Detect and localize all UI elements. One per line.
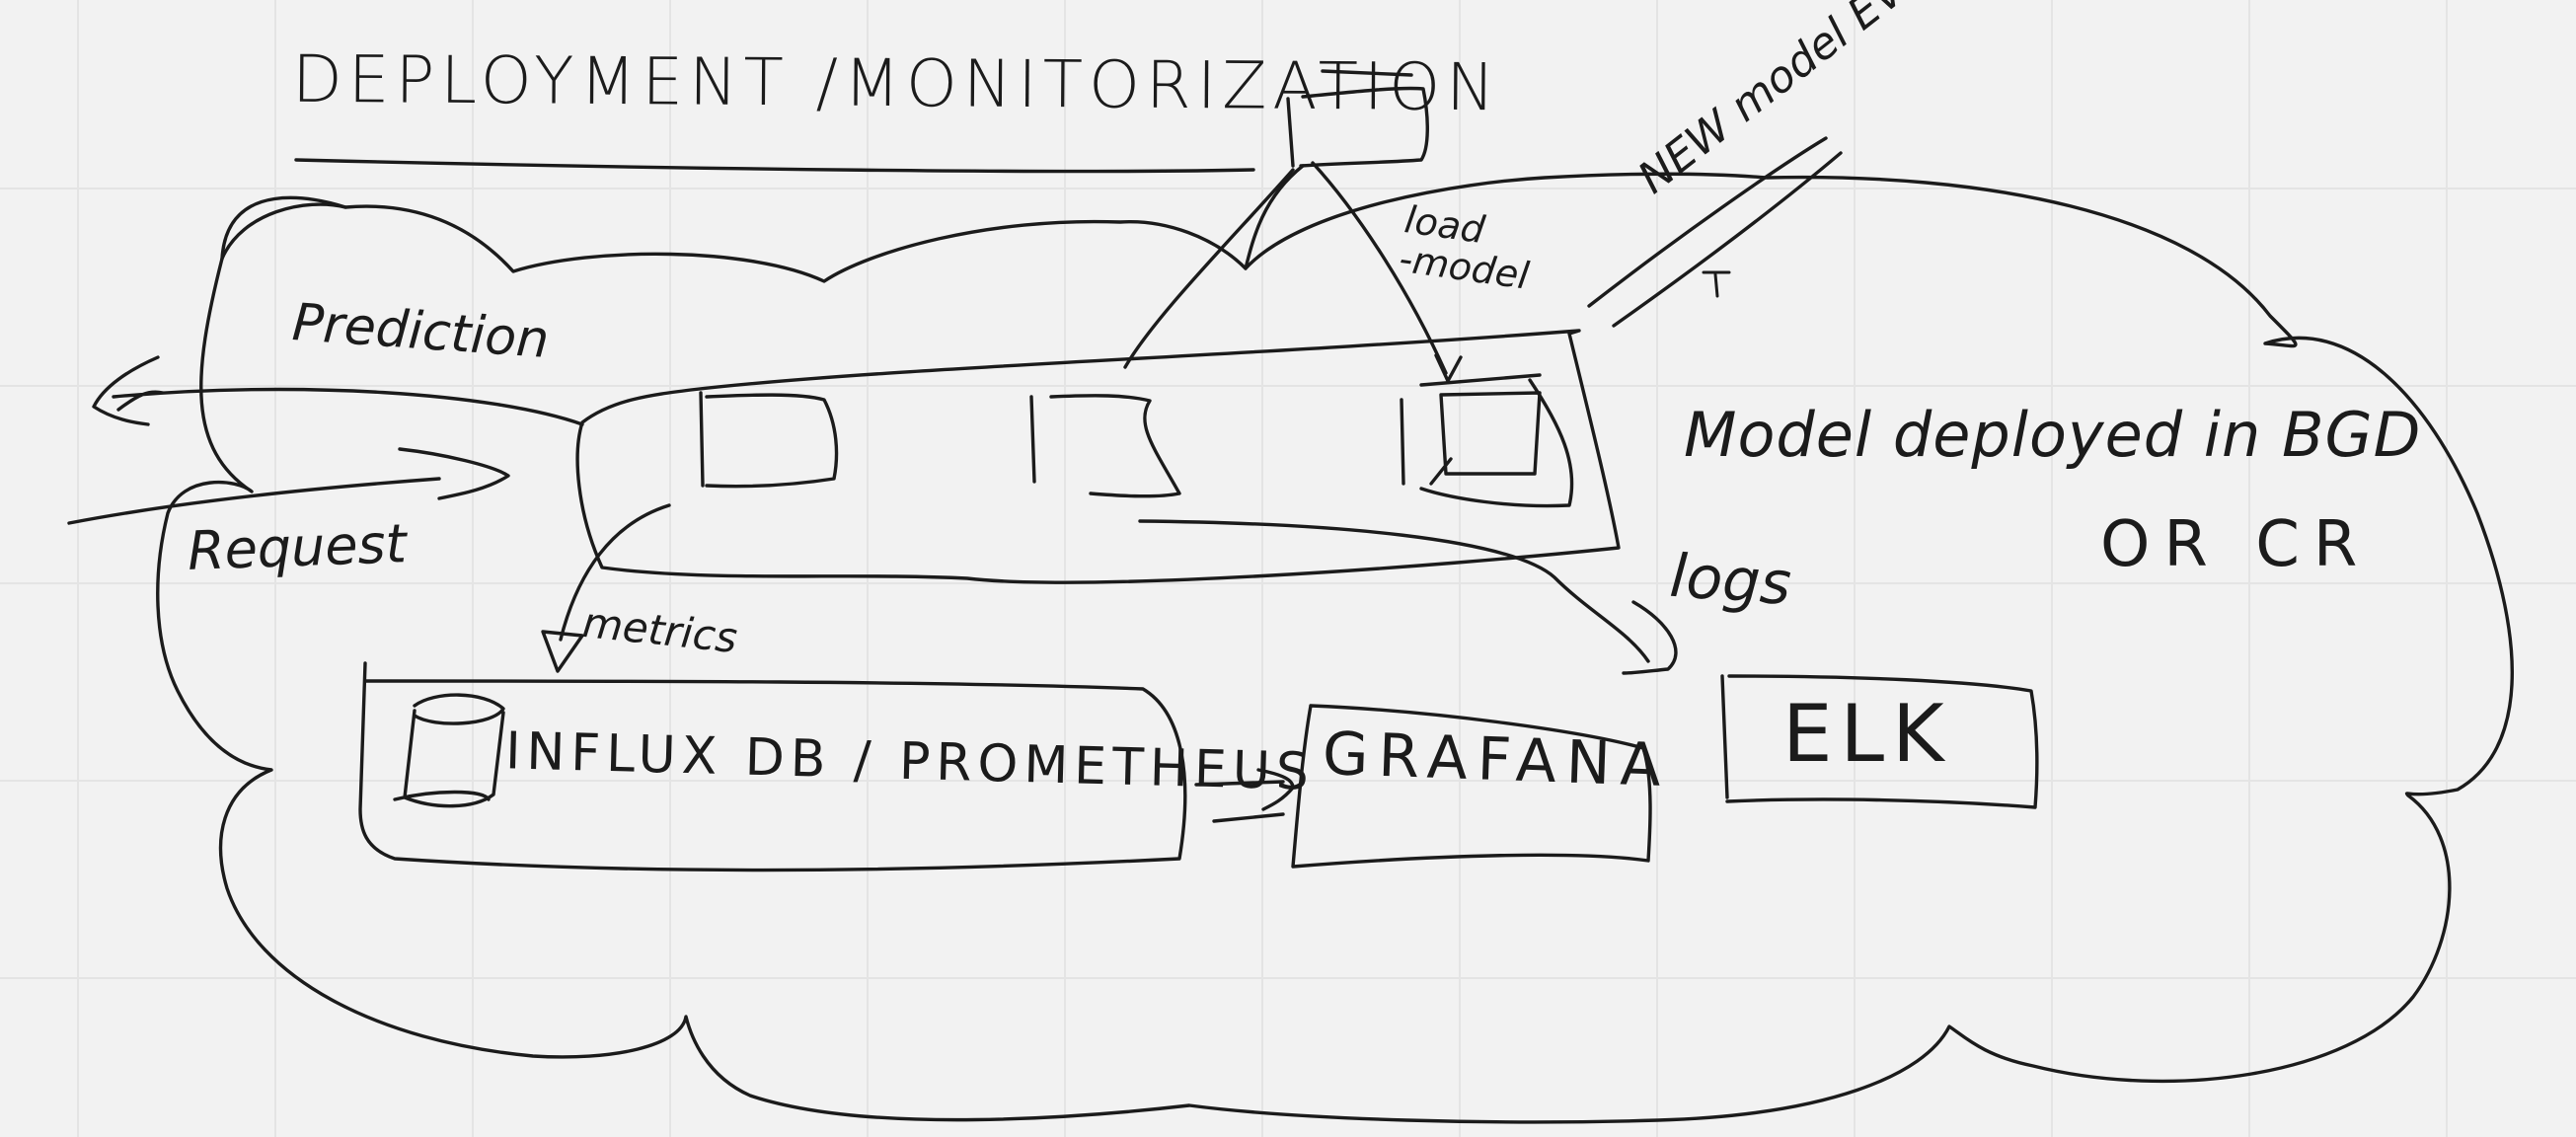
metrics-arrow bbox=[541, 503, 671, 673]
cloud-left-loop bbox=[220, 195, 347, 261]
database-cylinder-icon bbox=[393, 693, 505, 808]
request-label: Request bbox=[186, 512, 408, 582]
load-model-arrow bbox=[1311, 161, 1463, 383]
cloud-outline bbox=[156, 172, 2514, 1124]
diagram-title: DEPLOYMENT /MONITORIZATION bbox=[291, 40, 1501, 126]
logs-label: logs bbox=[1667, 541, 1794, 620]
load-model-label: load -model bbox=[1396, 197, 1532, 298]
elk-label: ELK bbox=[1782, 688, 1952, 780]
influx-to-grafana-arrow bbox=[1194, 768, 1295, 823]
new-model-line-b bbox=[1612, 151, 1843, 328]
registry-to-cloud-line bbox=[1244, 164, 1305, 270]
model-box-2 bbox=[1029, 394, 1181, 498]
new-model-tick bbox=[1702, 270, 1731, 298]
prediction-arrow bbox=[92, 355, 584, 426]
registry-box bbox=[1286, 69, 1429, 168]
model-box-1 bbox=[699, 391, 839, 489]
model-box-3 bbox=[1400, 373, 1574, 508]
title-underline bbox=[294, 158, 1255, 174]
grafana-box bbox=[1291, 704, 1652, 869]
registry-to-container-line bbox=[1123, 168, 1295, 369]
influx-box bbox=[358, 661, 1187, 872]
grafana-label: GRAFANA bbox=[1321, 719, 1672, 801]
elk-box bbox=[1720, 674, 2039, 809]
container-box bbox=[575, 329, 1621, 584]
logs-arrow bbox=[1138, 519, 1678, 675]
new-model-line-a bbox=[1587, 136, 1828, 308]
request-arrow bbox=[67, 447, 510, 525]
model-deployed-label: Model deployed in BGD bbox=[1684, 399, 2422, 471]
or-cr-label: OR CR bbox=[2100, 508, 2372, 581]
